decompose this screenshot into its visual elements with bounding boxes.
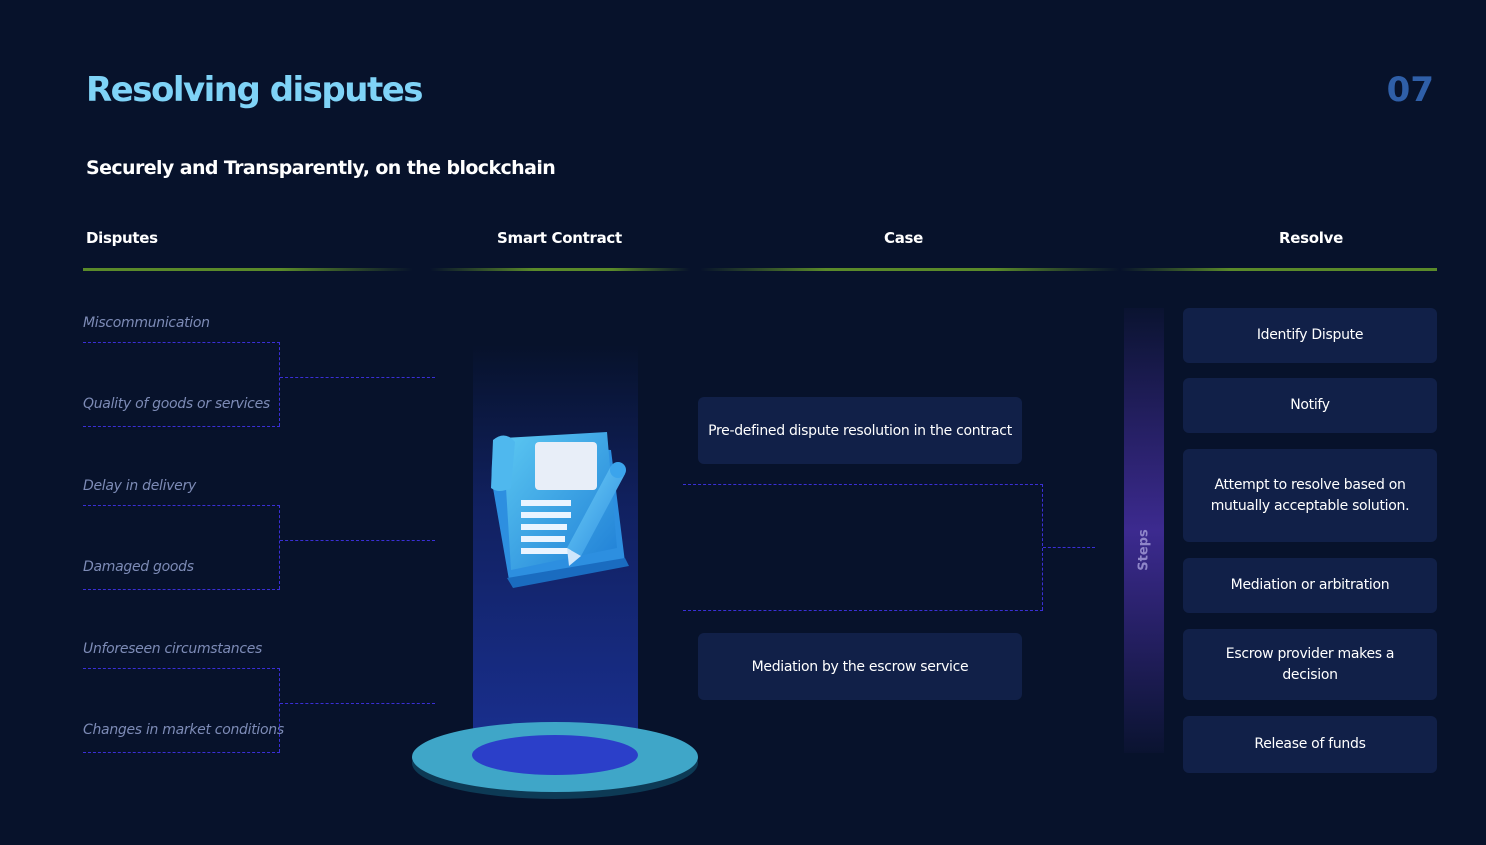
resolve-step: Mediation or arbitration bbox=[1183, 558, 1437, 613]
column-divider-smart-contract bbox=[430, 268, 690, 271]
resolve-step: Release of funds bbox=[1183, 716, 1437, 773]
resolve-step: Identify Dispute bbox=[1183, 308, 1437, 363]
page-number: 07 bbox=[1386, 70, 1434, 110]
column-header-resolve: Resolve bbox=[1279, 229, 1343, 247]
column-divider-case bbox=[700, 268, 1120, 271]
steps-label: Steps bbox=[1136, 529, 1152, 571]
page-title: Resolving disputes bbox=[86, 70, 424, 110]
dispute-item: Unforeseen circumstances bbox=[83, 641, 263, 657]
column-header-case: Case bbox=[884, 229, 924, 247]
dispute-item: Miscommunication bbox=[83, 315, 210, 331]
contract-document-icon bbox=[491, 432, 629, 588]
dispute-item: Delay in delivery bbox=[83, 478, 196, 494]
column-header-disputes: Disputes bbox=[86, 229, 158, 247]
resolve-step: Attempt to resolve based on mutually acc… bbox=[1183, 449, 1437, 542]
dispute-item: Quality of goods or services bbox=[83, 396, 270, 412]
page-subtitle: Securely and Transparently, on the block… bbox=[86, 157, 556, 179]
case-box-predefined: Pre-defined dispute resolution in the co… bbox=[698, 397, 1022, 464]
column-divider-resolve bbox=[1120, 268, 1437, 271]
column-header-smart-contract: Smart Contract bbox=[497, 229, 622, 247]
steps-bar bbox=[1124, 308, 1164, 753]
resolve-step: Escrow provider makes a decision bbox=[1183, 629, 1437, 700]
resolve-step: Notify bbox=[1183, 378, 1437, 433]
case-box-mediation: Mediation by the escrow service bbox=[698, 633, 1022, 700]
dispute-item: Damaged goods bbox=[83, 559, 194, 575]
pencil-icon bbox=[567, 462, 626, 566]
dispute-item: Changes in market conditions bbox=[83, 722, 284, 738]
column-divider-disputes bbox=[83, 268, 413, 271]
platform-pedestal bbox=[412, 722, 698, 799]
